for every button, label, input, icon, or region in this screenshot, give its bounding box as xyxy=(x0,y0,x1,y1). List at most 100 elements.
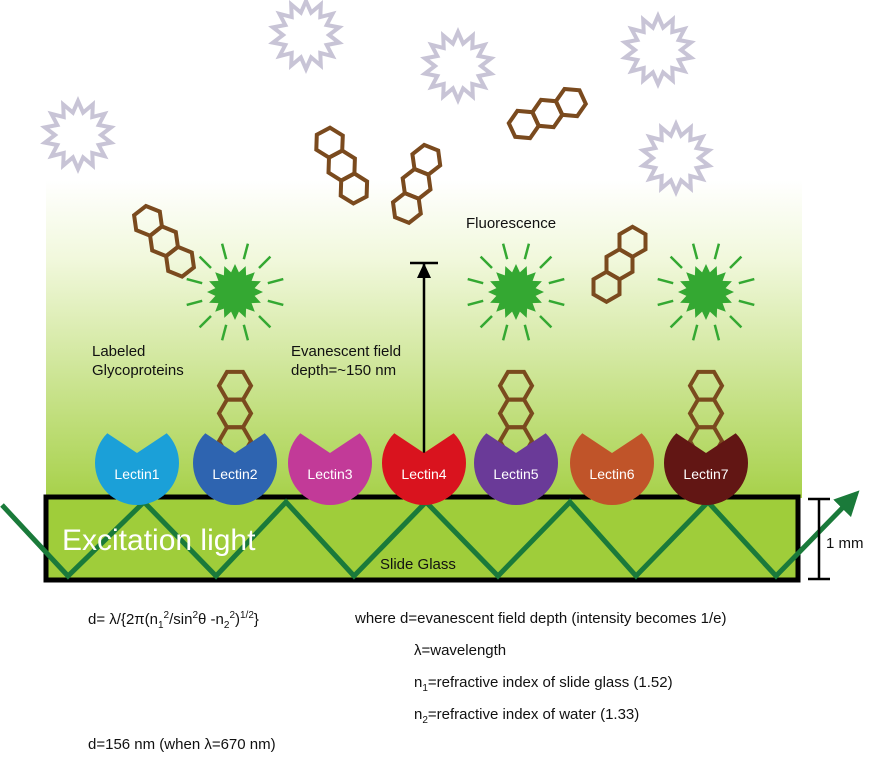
lectin-4-label: Lectin4 xyxy=(401,466,447,482)
bound-glycan-hexagon xyxy=(497,369,535,402)
fluorophore-glowing-icon xyxy=(207,264,263,320)
formula-sup: 2 xyxy=(229,610,235,621)
emission-ray xyxy=(186,277,203,285)
emission-ray xyxy=(501,324,509,341)
emission-ray xyxy=(738,299,755,307)
emission-ray xyxy=(548,299,565,307)
free-glycan-hexagon xyxy=(553,86,589,119)
glycoproteins-line: Glycoproteins xyxy=(92,361,184,379)
emission-ray xyxy=(691,324,699,341)
fluorophore-dark-icon xyxy=(268,0,344,74)
n1-subscript: 1 xyxy=(422,683,428,694)
n1-text: =refractive index of slide glass (1.52) xyxy=(427,674,673,691)
formula-part: θ -n xyxy=(198,611,224,628)
bound-glycoproteins xyxy=(186,243,755,457)
lectin-5-shape xyxy=(474,433,559,505)
emission-ray xyxy=(713,243,721,260)
emission-ray xyxy=(729,315,743,329)
emission-ray xyxy=(258,255,272,269)
lambda-definition: λ=wavelength xyxy=(414,642,507,659)
emission-ray xyxy=(267,277,284,285)
bound-glycan-hexagon xyxy=(687,369,725,402)
emission-ray xyxy=(198,255,212,269)
evanescent-field-line: Evanescent field xyxy=(291,343,402,360)
emission-ray xyxy=(738,277,755,285)
emission-ray xyxy=(657,277,674,285)
lectin-6-label: Lectin6 xyxy=(589,466,635,482)
formula-sub: 2 xyxy=(223,620,230,631)
slide-glass-label: Slide Glass xyxy=(380,556,456,573)
emission-ray xyxy=(479,315,493,329)
fluorescence-label: Fluorescence xyxy=(466,215,557,232)
formula-sup: 2 xyxy=(192,610,199,621)
thickness-bracket xyxy=(808,497,830,581)
evanescent-field-label: Evanescent field depth=~150 nm xyxy=(291,343,401,381)
lectin-7-shape xyxy=(664,433,748,505)
emission-ray xyxy=(523,324,531,341)
lectin-5-label: Lectin5 xyxy=(493,466,539,482)
lectin-6-shape xyxy=(570,433,654,505)
depth-formula: d= λ/{2π(n12/sin2θ -n22)1/2} xyxy=(88,610,259,631)
n2-definition: n2=refractive index of water (1.33) xyxy=(414,706,639,726)
emission-ray xyxy=(479,255,493,269)
free-glycan-hexagon xyxy=(314,125,345,160)
lectin-2-label: Lectin2 xyxy=(212,466,258,482)
lectin-4-shape xyxy=(381,433,466,505)
emission-ray xyxy=(220,243,228,260)
emission-ray xyxy=(523,243,531,260)
formula-part: /sin xyxy=(169,611,193,628)
lectin-7-label: Lectin7 xyxy=(683,466,729,482)
emission-ray xyxy=(242,324,250,341)
lectin-3-label: Lectin3 xyxy=(307,466,353,482)
n1-letter: n xyxy=(414,674,423,691)
n2-text: =refractive index of water (1.33) xyxy=(427,706,640,723)
result-formula: d=156 nm (when λ=670 nm) xyxy=(88,736,276,753)
emission-ray xyxy=(258,315,272,329)
labeled-line: Labeled xyxy=(92,343,146,360)
n1-definition: n1=refractive index of slide glass (1.52… xyxy=(414,674,673,694)
free-glycan-hexagon xyxy=(410,142,443,177)
formula-part: } xyxy=(253,611,259,628)
emission-ray xyxy=(691,243,699,260)
n2-letter: n xyxy=(414,706,423,723)
free-glycan-hexagon xyxy=(617,224,648,260)
emission-ray xyxy=(198,315,212,329)
emission-ray xyxy=(548,277,565,285)
emission-ray xyxy=(267,299,284,307)
fluorophore-glowing-icon xyxy=(488,264,544,320)
emission-ray xyxy=(220,324,228,341)
free-glycoproteins xyxy=(40,0,714,305)
n2-subscript: 2 xyxy=(422,715,428,726)
free-glycan-hexagon xyxy=(131,203,165,238)
fluorophore-dark-icon xyxy=(40,96,116,174)
labeled-glycoproteins-label: Labeled Glycoproteins xyxy=(92,343,184,381)
emission-ray xyxy=(669,315,683,329)
formula-sub: 1 xyxy=(157,620,164,631)
lectin-1-shape xyxy=(94,433,179,505)
emission-ray xyxy=(657,299,674,307)
emission-ray xyxy=(539,315,553,329)
formula-sup: 1/2 xyxy=(240,610,254,621)
emission-ray xyxy=(467,299,484,307)
formula-sup: 2 xyxy=(163,610,170,621)
emission-ray xyxy=(501,243,509,260)
fluorophore-dark-icon xyxy=(420,27,496,105)
lectin-3-shape xyxy=(288,433,372,505)
emission-ray xyxy=(467,277,484,285)
thickness-label: 1 mm xyxy=(826,535,864,552)
emission-ray xyxy=(539,255,553,269)
fluorophore-dark-icon xyxy=(620,11,696,89)
lectins xyxy=(94,433,748,505)
emission-ray xyxy=(729,255,743,269)
emission-ray xyxy=(242,243,250,260)
lectin-1-label: Lectin1 xyxy=(114,466,160,482)
emission-ray xyxy=(186,299,203,307)
bound-glycan-hexagon xyxy=(216,369,254,402)
fluorophore-dark-icon xyxy=(638,119,714,197)
emission-ray xyxy=(669,255,683,269)
emission-ray xyxy=(713,324,721,341)
evanescent-depth-line: depth=~150 nm xyxy=(291,361,397,379)
fluorophore-glowing-icon xyxy=(678,264,734,320)
